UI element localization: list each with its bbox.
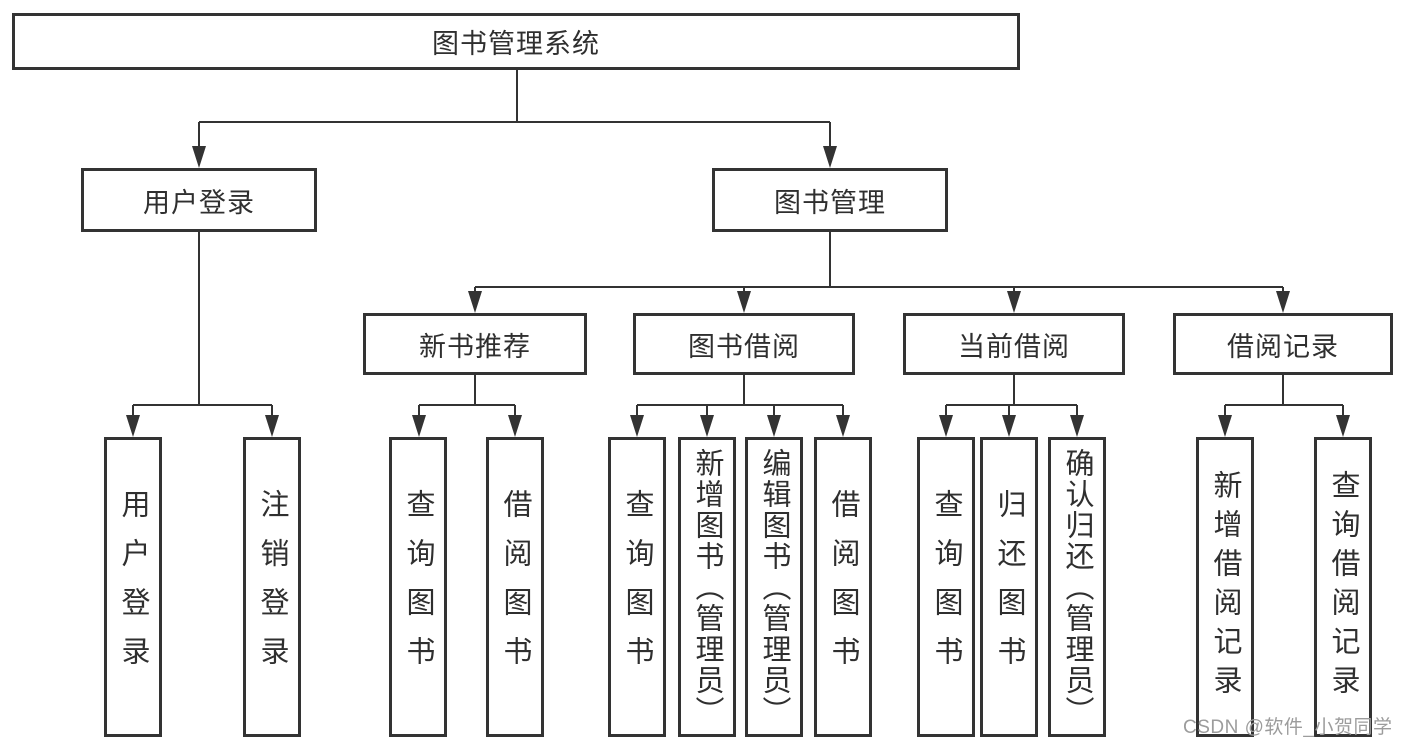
node-borrow-records-label: 借阅记录 bbox=[1227, 331, 1339, 362]
leaf-edit-book-admin: 编辑图书（管理员） bbox=[745, 437, 803, 737]
leaf-return-book-label: 归还图书 bbox=[993, 489, 1025, 685]
leaf-add-book-admin: 新增图书（管理员） bbox=[678, 437, 736, 737]
node-root: 图书管理系统 bbox=[12, 13, 1020, 70]
node-current-borrow-label: 当前借阅 bbox=[958, 331, 1070, 362]
leaf-borrow-books-borrow-label: 借阅图书 bbox=[827, 489, 859, 685]
node-book-borrow-label: 图书借阅 bbox=[688, 331, 800, 362]
leaf-user-login: 用户登录 bbox=[104, 437, 162, 737]
leaf-edit-book-admin-label: 编辑图书（管理员） bbox=[758, 447, 790, 727]
leaf-logout-label: 注销登录 bbox=[256, 489, 288, 685]
leaf-query-borrow-record: 查询借阅记录 bbox=[1314, 437, 1372, 737]
leaf-logout: 注销登录 bbox=[243, 437, 301, 737]
leaf-query-books-borrow-label: 查询图书 bbox=[621, 489, 653, 685]
node-book-management: 图书管理 bbox=[712, 168, 948, 232]
node-root-label: 图书管理系统 bbox=[432, 29, 600, 59]
leaf-add-borrow-record: 新增借阅记录 bbox=[1196, 437, 1254, 737]
leaf-borrow-books-newbooks-label: 借阅图书 bbox=[499, 489, 531, 685]
leaf-confirm-return-admin-label: 确认归还（管理员） bbox=[1061, 447, 1093, 727]
node-user-login-label: 用户登录 bbox=[143, 187, 255, 218]
leaf-add-borrow-record-label: 新增借阅记录 bbox=[1209, 470, 1241, 704]
leaf-borrow-books-borrow: 借阅图书 bbox=[814, 437, 872, 737]
node-user-login: 用户登录 bbox=[81, 168, 317, 232]
leaf-query-books-newbooks-label: 查询图书 bbox=[402, 489, 434, 685]
node-borrow-records: 借阅记录 bbox=[1173, 313, 1393, 375]
leaf-borrow-books-newbooks: 借阅图书 bbox=[486, 437, 544, 737]
node-current-borrow: 当前借阅 bbox=[903, 313, 1125, 375]
node-new-book-recommend-label: 新书推荐 bbox=[419, 331, 531, 362]
leaf-query-borrow-record-label: 查询借阅记录 bbox=[1327, 470, 1359, 704]
leaf-query-books-borrow: 查询图书 bbox=[608, 437, 666, 737]
leaf-add-book-admin-label: 新增图书（管理员） bbox=[691, 447, 723, 727]
node-book-borrow: 图书借阅 bbox=[633, 313, 855, 375]
node-new-book-recommend: 新书推荐 bbox=[363, 313, 587, 375]
leaf-user-login-label: 用户登录 bbox=[117, 489, 149, 685]
leaf-query-books-newbooks: 查询图书 bbox=[389, 437, 447, 737]
leaf-confirm-return-admin: 确认归还（管理员） bbox=[1048, 437, 1106, 737]
leaf-query-books-current-label: 查询图书 bbox=[930, 489, 962, 685]
leaf-return-book: 归还图书 bbox=[980, 437, 1038, 737]
node-book-management-label: 图书管理 bbox=[774, 187, 886, 218]
leaf-query-books-current: 查询图书 bbox=[917, 437, 975, 737]
